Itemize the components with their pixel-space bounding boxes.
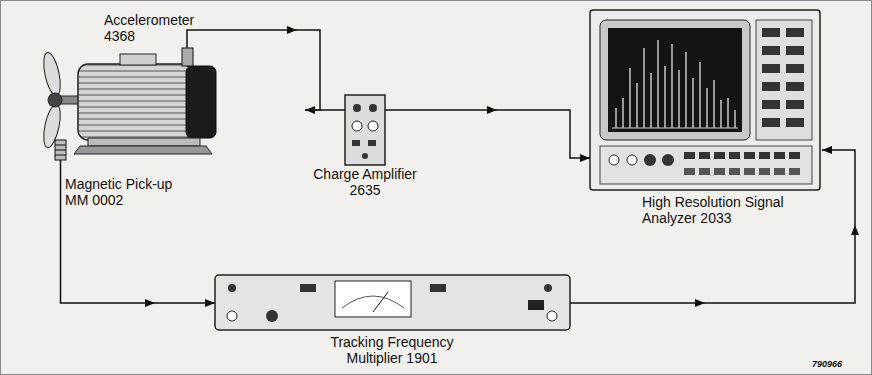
arrow-head: [487, 106, 497, 114]
device-label: Tracking Frequency Multiplier 1901: [322, 334, 462, 366]
panel-button: [786, 118, 804, 127]
figure-number: 790966: [812, 359, 842, 369]
panel-button: [714, 168, 725, 175]
cable-line: [61, 214, 216, 303]
signal-cable: [570, 146, 859, 307]
magnetic-pickup: [55, 140, 66, 160]
pickup-label-box: Magnetic Pick-up MM 0002: [50, 136, 180, 214]
charge-amplifier-unit: [305, 95, 425, 165]
charge-amplifier-box: Charge Amplifier 2635: [305, 92, 425, 202]
panel-button: [762, 46, 780, 55]
panel-button: [699, 152, 710, 159]
spectrum-line: [699, 62, 700, 128]
signal-cable: [200, 26, 320, 114]
panel-button: [774, 152, 785, 159]
spectrum-line: [713, 80, 714, 128]
arrow-head: [695, 299, 705, 307]
arrow-head: [145, 299, 155, 307]
panel-button: [699, 168, 710, 175]
panel-button: [744, 152, 755, 159]
panel-button: [729, 168, 740, 175]
panel-button: [762, 64, 780, 73]
pickup-lead: [60, 160, 62, 214]
arrow-head: [851, 225, 859, 235]
device-label: Magnetic Pick-up MM 0002: [65, 176, 177, 208]
spectrum-baseline: [612, 128, 738, 129]
panel-button: [762, 100, 780, 109]
panel-button: [762, 28, 780, 37]
cable-line: [425, 110, 590, 158]
signal-analyzer-unit: [590, 10, 820, 190]
panel-button: [744, 168, 755, 175]
panel-button: [786, 64, 804, 73]
spectrum-line: [636, 83, 637, 128]
spectrum-line: [643, 48, 644, 128]
tracking-multiplier-unit: [215, 275, 570, 330]
device-label: Accelerometer 4368: [104, 12, 200, 44]
panel-button: [786, 46, 804, 55]
accelerometer-sensor: [182, 30, 200, 66]
panel-button: [786, 82, 804, 91]
spectrum-line: [685, 52, 686, 128]
arrow-head: [305, 106, 315, 114]
spectrum-line: [692, 78, 693, 128]
arrow-head: [822, 146, 832, 154]
accelerometer-label-box: Accelerometer 4368: [100, 8, 200, 66]
spectrum-line: [657, 40, 658, 128]
panel-button: [759, 152, 770, 159]
arrow-head: [205, 299, 215, 307]
panel-button: [786, 28, 804, 37]
spectrum-line: [678, 70, 679, 128]
spectrum-line: [622, 98, 623, 128]
panel-button: [684, 152, 695, 159]
spectrum-line: [650, 73, 651, 128]
arrow-head: [580, 154, 590, 162]
spectrum-line: [664, 66, 665, 128]
spectrum-line: [629, 68, 630, 128]
spectrum-line: [671, 44, 672, 128]
panel-button: [774, 168, 785, 175]
spectrum-line: [706, 88, 707, 128]
cable-line: [570, 150, 855, 303]
panel-button: [684, 168, 695, 175]
spectrum-line: [734, 110, 735, 128]
arrow-head: [287, 26, 297, 34]
panel-button: [789, 152, 800, 159]
cable-line: [200, 30, 320, 110]
panel-button: [786, 100, 804, 109]
spectrum-line: [727, 98, 728, 128]
panel-button: [762, 118, 780, 127]
tracking-multiplier-box: Tracking Frequency Multiplier 1901: [215, 272, 570, 370]
panel-button: [762, 82, 780, 91]
spectrum-line: [615, 108, 616, 128]
spectrum-line: [720, 100, 721, 128]
signal-cable: [425, 106, 590, 162]
signal-cable: [61, 214, 216, 307]
panel-button: [729, 152, 740, 159]
panel-button: [714, 152, 725, 159]
device-label: Charge Amplifier 2635: [305, 166, 425, 198]
device-label: High Resolution Signal Analyzer 2033: [642, 194, 812, 226]
panel-button: [759, 168, 770, 175]
signal-analyzer-box: High Resolution Signal Analyzer 2033: [590, 8, 822, 230]
panel-button: [789, 168, 800, 175]
